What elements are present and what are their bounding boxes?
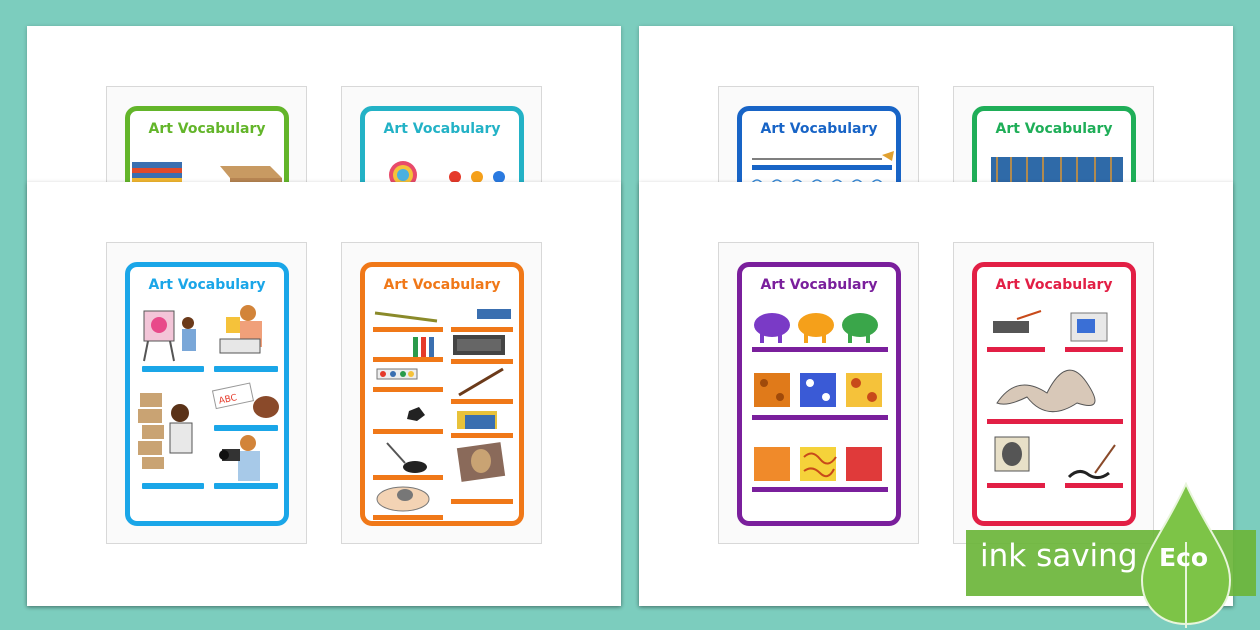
card-title: Art Vocabulary [383,277,501,293]
art-tools-illustration [373,309,513,520]
word-label-strip [214,425,278,431]
printing-illustration: ABC [212,382,279,418]
sculpture-illustration [138,393,193,469]
art-vocabulary-card-art-forms[interactable]: Art Vocabulary ABC [125,262,289,526]
shape-illustration [987,310,1123,488]
painting-illustration [143,310,196,362]
card-title: Art Vocabulary [995,277,1113,293]
svg-text:ABC: ABC [218,393,238,407]
card-title: Art Vocabulary [995,121,1113,137]
word-label-strip [142,366,204,372]
card-title: Art Vocabulary [148,277,266,293]
card-title: Art Vocabulary [760,121,878,137]
eco-badge-text: ink saving [980,538,1138,574]
word-label-strip [142,483,204,489]
card-title: Art Vocabulary [760,277,878,293]
word-label-strip [214,366,278,372]
card-title: Art Vocabulary [383,121,501,137]
front-left-sheet: Art Vocabulary ABC Art Vocabula [27,182,621,606]
eco-badge [966,482,1256,628]
art-vocabulary-card-pattern[interactable]: Art Vocabulary [737,262,901,526]
front-right-sheet: Art Vocabulary Art Vocabulary [639,182,1233,606]
pattern-illustration [752,313,888,492]
word-label-strip [214,483,278,489]
drawing-illustration [219,305,262,354]
eco-badge-label: Eco [1159,543,1209,572]
photography-illustration [219,435,260,481]
art-vocabulary-card-tools[interactable]: Art Vocabulary [360,262,524,526]
art-vocabulary-card-shape[interactable]: Art Vocabulary [972,262,1136,526]
card-title: Art Vocabulary [148,121,266,137]
